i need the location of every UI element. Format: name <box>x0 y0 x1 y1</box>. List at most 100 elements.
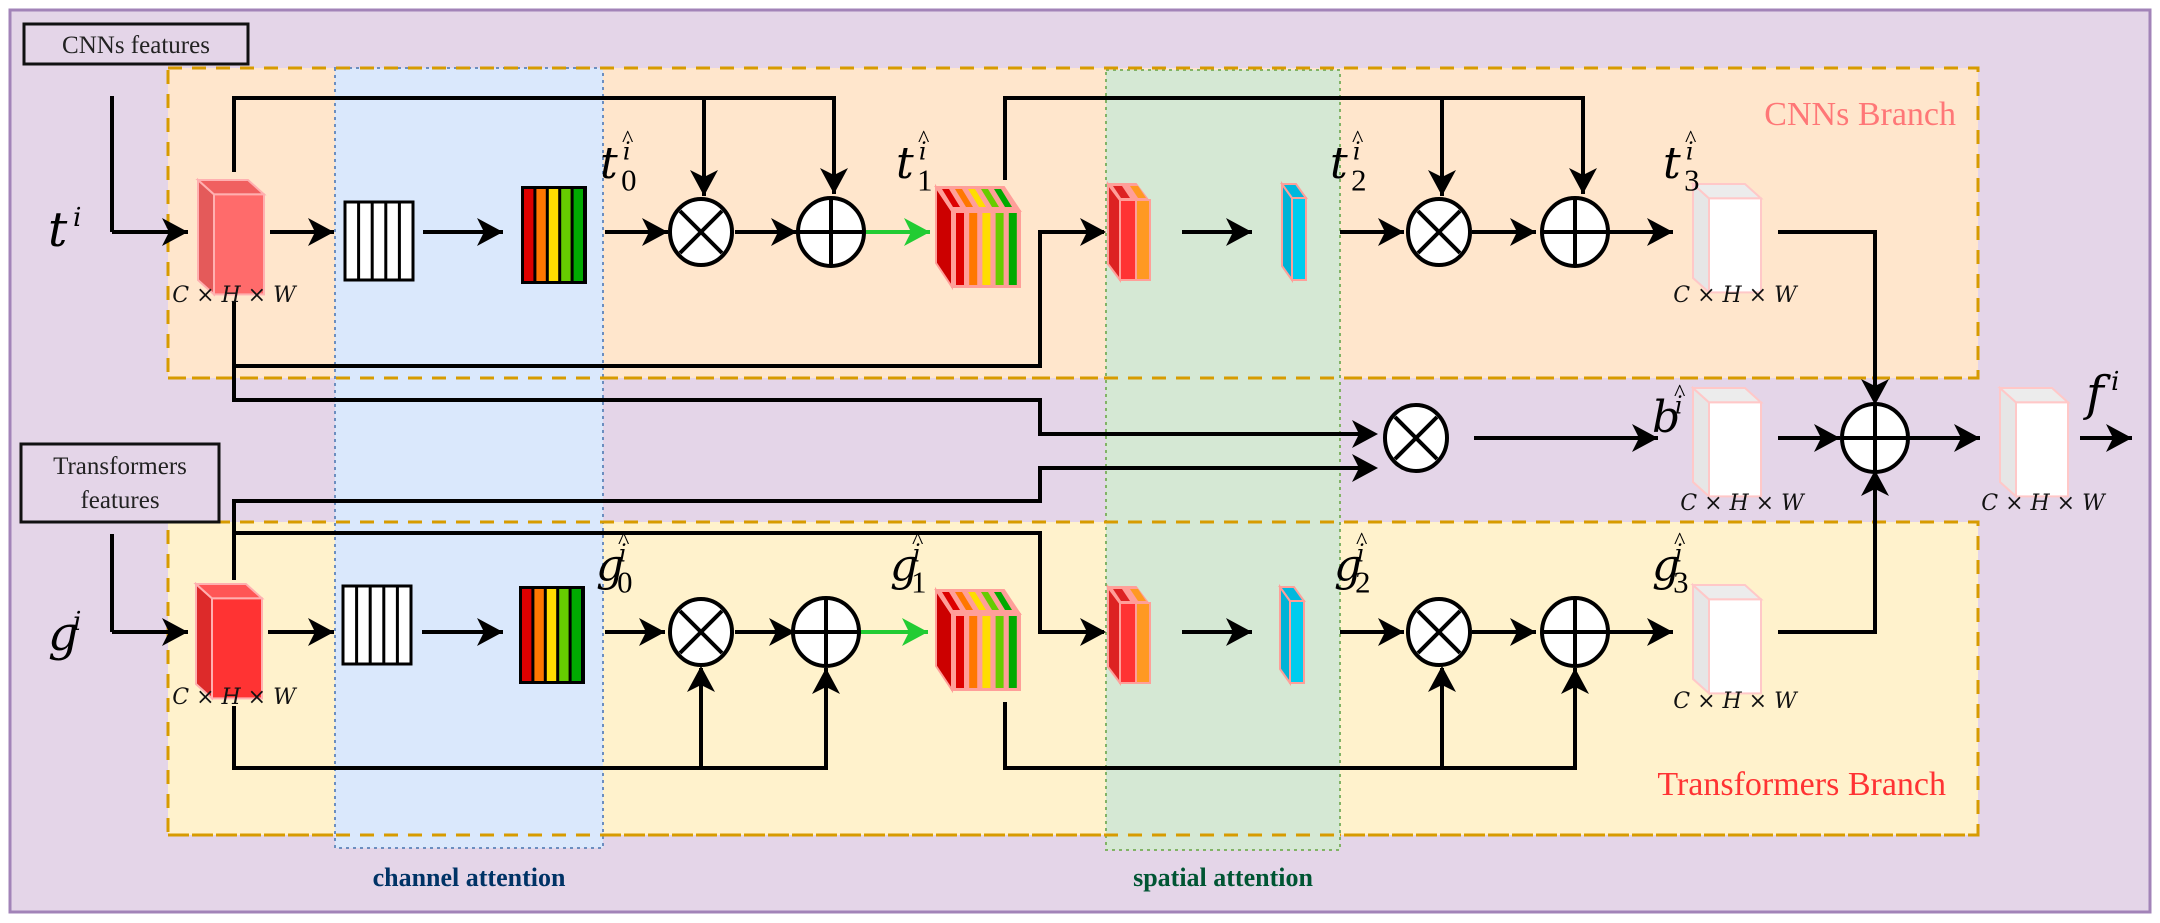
trans-input-to-bmult-head <box>1352 454 1378 482</box>
cube-side <box>1279 583 1291 687</box>
trans-skip-line-2 <box>1003 668 1577 770</box>
trans-channel-vector-icon <box>519 586 585 684</box>
vector-channel <box>522 589 532 681</box>
cnn-skip-line-1 <box>232 96 836 194</box>
math-subscript: 0 <box>621 163 636 197</box>
cube-top-stripe <box>981 592 999 610</box>
trans-green-arrow-head <box>902 618 928 646</box>
math-symbol: g <box>48 606 79 662</box>
math-subscript: 2 <box>1351 163 1366 197</box>
math-superscript: i <box>623 138 631 166</box>
cnn-input-to-bmult-line <box>232 366 1368 436</box>
trans-g3-dim-label: C × H × W <box>1673 689 1799 714</box>
cube-side <box>195 581 213 701</box>
math-hat: ^ <box>1674 379 1686 406</box>
cnn-spatial-arrow-head <box>1226 218 1252 246</box>
cnn-green-arrow-head <box>904 218 930 246</box>
g-input-label: gi <box>48 606 81 662</box>
cube-front <box>1708 197 1762 294</box>
cnn-input-to-bmult-head <box>1352 420 1378 448</box>
trans-mult1-icon <box>668 597 734 667</box>
cube-front-red <box>1119 602 1137 684</box>
cube-front <box>1708 401 1762 498</box>
math-superscript: i <box>73 202 81 233</box>
cube-front-stripe <box>956 616 964 688</box>
cube-top-stripe <box>955 189 973 207</box>
cube-front <box>2015 401 2069 498</box>
cube-front <box>1291 197 1307 281</box>
channel-attention-region <box>334 67 604 849</box>
f-cube-icon <box>1997 385 2071 499</box>
cube-top-stripe <box>955 592 973 610</box>
math-hat: ^ <box>1674 527 1686 554</box>
cnn-spatial-map-icon <box>1280 180 1308 284</box>
math-symbol: g <box>596 540 624 591</box>
trans-spatial-arrow-head <box>1226 618 1252 646</box>
cube-front-orange <box>1135 199 1151 281</box>
math-symbol: g <box>1334 540 1362 591</box>
trans-spatial-pool-icon <box>1106 584 1151 686</box>
cnn-channel-vector-icon <box>521 186 587 284</box>
trans-mult2-icon <box>1406 597 1472 667</box>
b-cube-icon <box>1690 385 1764 499</box>
cnn-t3-cube-icon <box>1690 181 1764 295</box>
b-to-fusion-arrow-head <box>1814 424 1840 452</box>
cnn-branch-label: CNNs Branch <box>1764 96 1956 133</box>
math-subscript: 1 <box>911 565 926 599</box>
cnn-features-box: CNNs features <box>22 22 250 66</box>
math-hat: ^ <box>918 125 930 152</box>
cnn-skip-mult-head <box>690 170 718 196</box>
cnn-to-spatial-head <box>1080 218 1106 246</box>
cnn-spatial-pool-icon <box>1106 181 1151 283</box>
math-superscript: i <box>1675 540 1683 568</box>
vector-channel <box>559 589 569 681</box>
cnn-mult2-to-add-arrow-head <box>1510 218 1536 246</box>
math-hat: ^ <box>1356 527 1368 554</box>
trans-skip-add-head <box>812 668 840 694</box>
transformer-features-box: Transformers features <box>19 442 221 524</box>
trans-g3-cube-icon <box>1690 582 1764 696</box>
cnn-add1-icon <box>796 196 866 268</box>
cnn-features-label: CNNs features <box>62 32 210 59</box>
cube-front-red <box>1119 199 1137 281</box>
fusion-to-f-arrow-head <box>1954 424 1980 452</box>
cube-side <box>1692 181 1710 295</box>
cube-side <box>1692 582 1710 696</box>
cube-front-stripe <box>982 213 991 285</box>
trans-mult2-to-add-arrow-head <box>1510 618 1536 646</box>
math-superscript: i <box>1353 138 1361 166</box>
trans-spatial-map-icon <box>1278 583 1306 687</box>
g0-hat-label: gi0^ <box>596 527 633 599</box>
cube-top-stripe <box>1113 589 1130 601</box>
g1-hat-label: gi1^ <box>890 527 927 599</box>
trans-pool-to-vector-arrow-head <box>477 618 503 646</box>
cnn-channel-pool-icon <box>343 200 415 282</box>
math-superscript: i <box>913 540 921 568</box>
cnn-to-fusion-head <box>1861 379 1889 405</box>
multiply-stroke <box>678 209 724 255</box>
cnn-pool-to-vector-arrow-head <box>477 218 503 246</box>
cnn-cross-line <box>232 230 1090 368</box>
bridge-to-b-arrow-head <box>1632 424 1658 452</box>
trans-skip2-mult-head <box>1428 666 1456 692</box>
cube-top-stripe <box>981 189 999 207</box>
cube-front-stripe <box>969 213 978 285</box>
math-hat: ^ <box>1685 125 1697 152</box>
fusion-add-icon <box>1840 402 1910 474</box>
cube-front-stripe <box>1008 616 1017 688</box>
vector-channel <box>534 589 544 681</box>
math-symbol: t <box>896 138 914 189</box>
cube-front-stripe <box>995 616 1004 688</box>
cube-side <box>1281 180 1293 284</box>
cube-front <box>211 597 263 700</box>
f-output-arrow-head <box>2106 424 2132 452</box>
cube-front-stripe <box>982 616 991 688</box>
cnn-t1-cube-icon <box>934 183 1022 291</box>
cnn-mult1-icon <box>668 197 734 267</box>
cube-side <box>1692 385 1710 499</box>
pool-frame <box>341 584 413 666</box>
vector-channel <box>573 189 583 281</box>
cube-front <box>1289 600 1305 684</box>
transformer-features-label-2: features <box>80 487 159 514</box>
